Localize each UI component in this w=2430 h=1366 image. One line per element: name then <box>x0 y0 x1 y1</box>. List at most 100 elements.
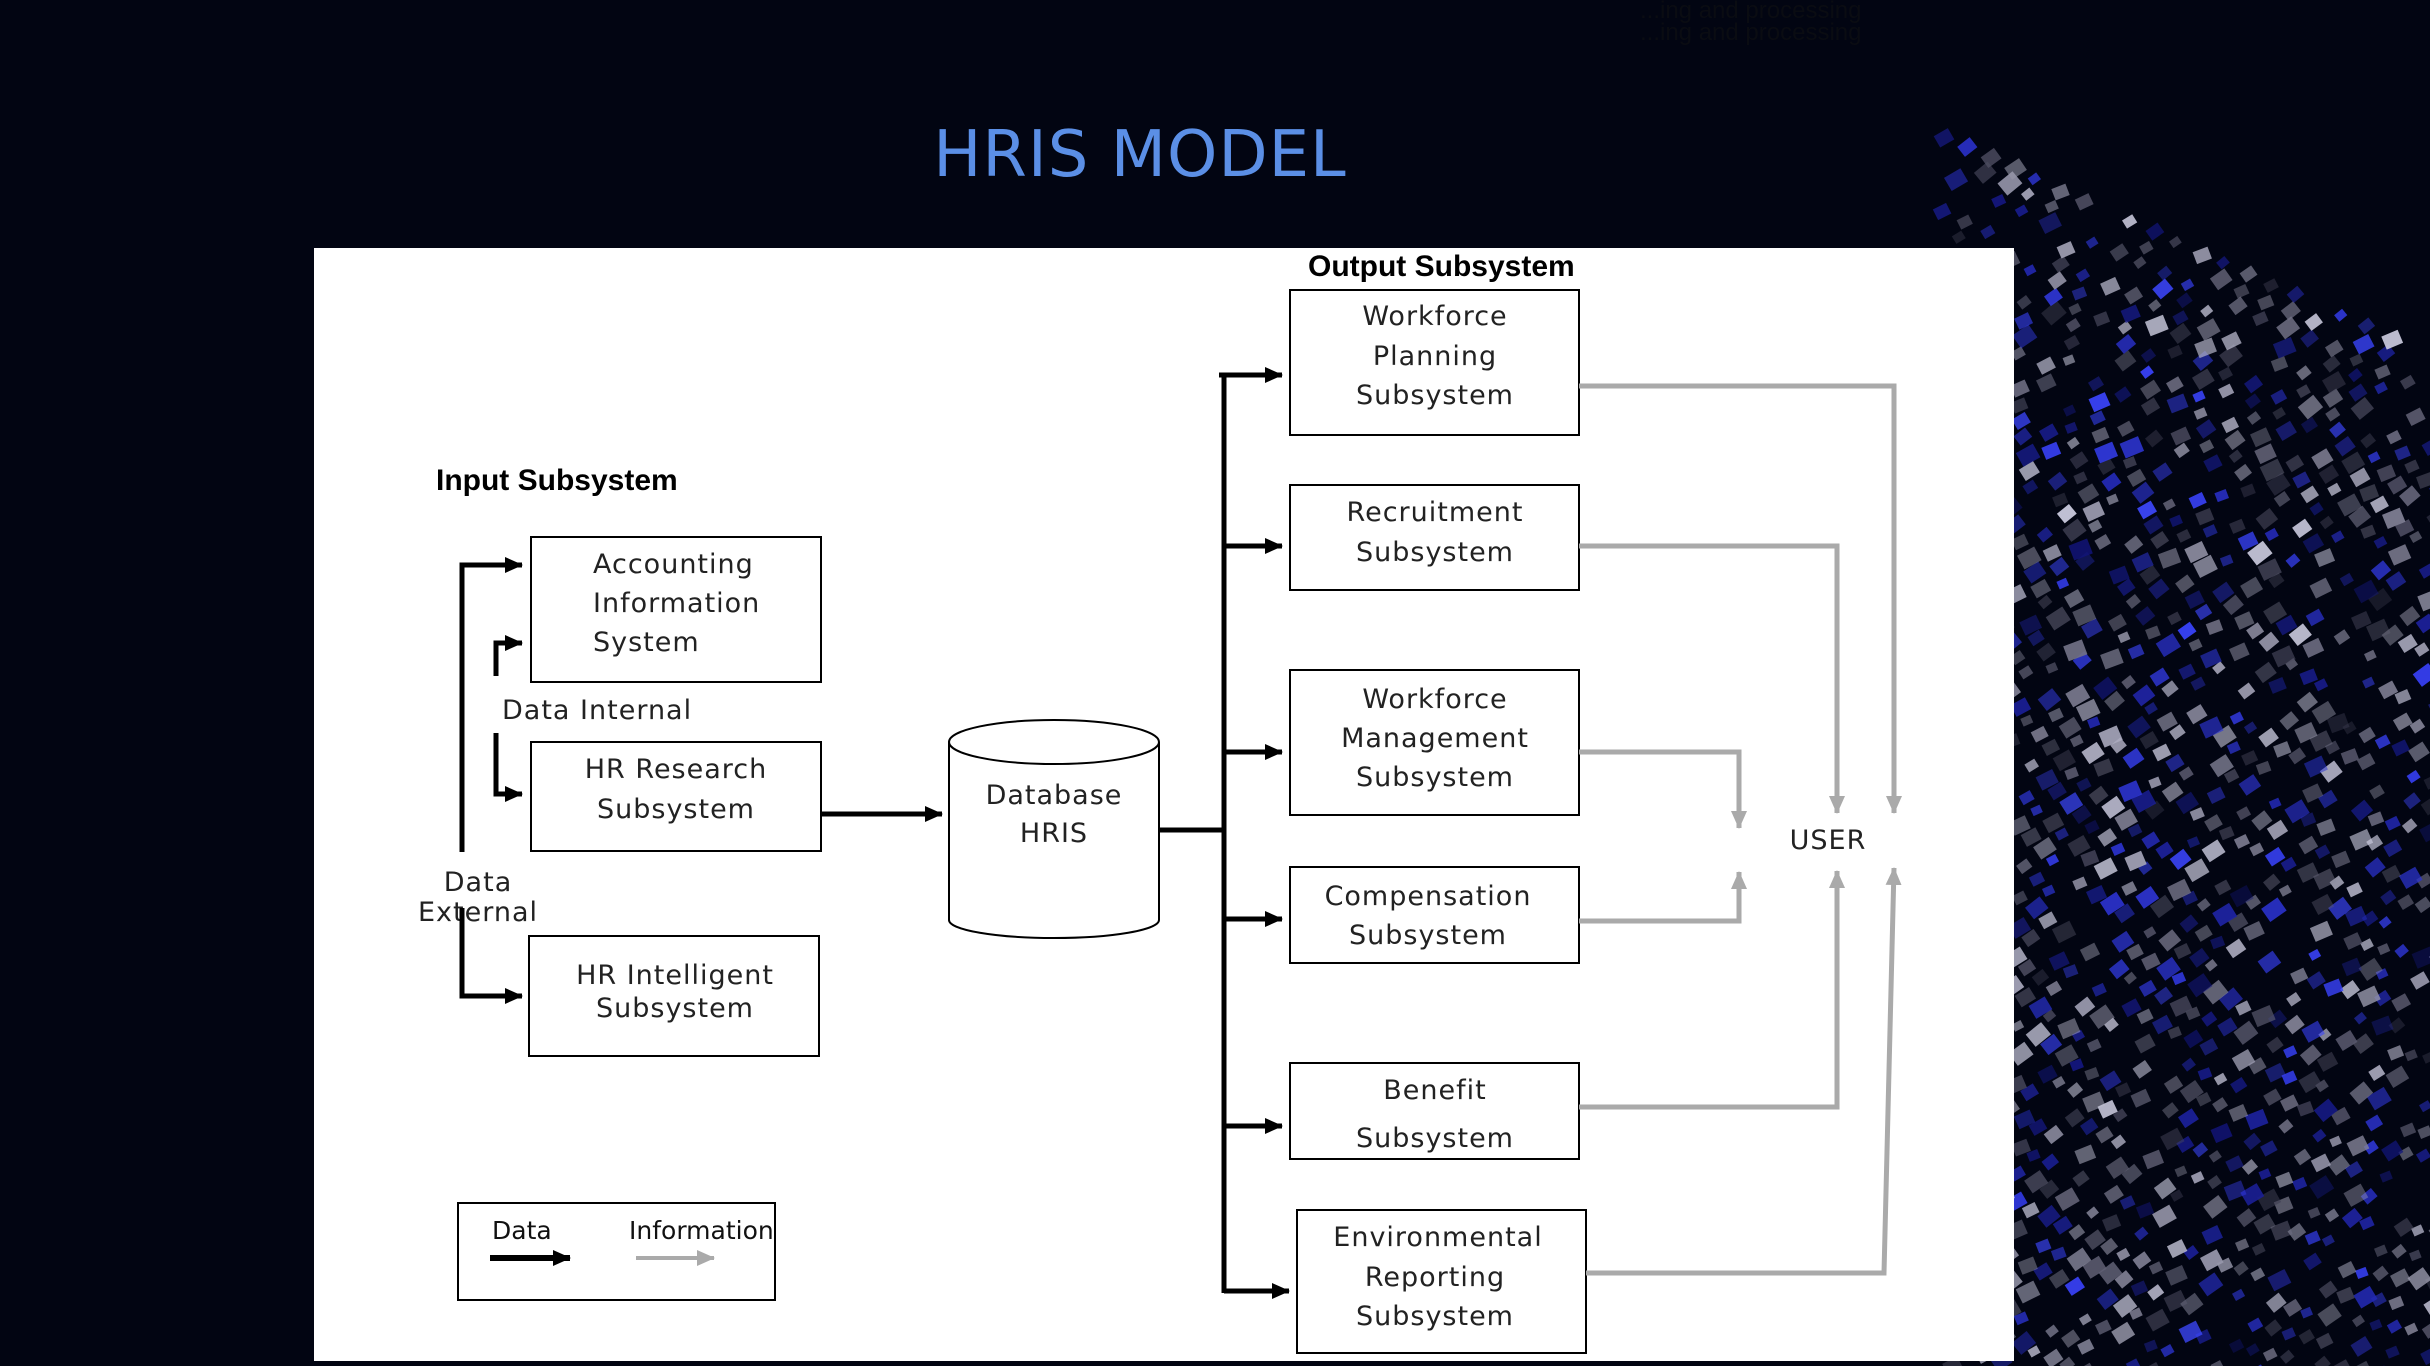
background-tile <box>2143 515 2164 535</box>
background-tile <box>2028 1118 2048 1136</box>
background-tile <box>2062 964 2079 979</box>
background-tile <box>2017 958 2037 977</box>
background-tile <box>2374 364 2391 380</box>
background-tile <box>2322 370 2346 394</box>
background-tile <box>2308 948 2322 961</box>
database-hris-cylinder: Database HRIS <box>948 719 1160 939</box>
background-tile <box>2271 645 2296 668</box>
background-tile <box>2400 374 2416 390</box>
background-tile <box>2318 1028 2332 1042</box>
background-tile <box>2169 514 2183 528</box>
background-tile <box>2306 971 2326 990</box>
background-tile <box>2048 1268 2070 1289</box>
background-tile <box>2035 768 2059 791</box>
background-tile <box>2051 255 2070 273</box>
background-tile <box>2031 968 2050 986</box>
background-tile <box>2321 1234 2335 1247</box>
background-tile <box>2088 785 2109 805</box>
background-tile <box>2013 1311 2029 1326</box>
background-tile <box>2067 1082 2084 1098</box>
background-tile <box>2133 256 2147 269</box>
background-tile <box>2024 1170 2049 1194</box>
background-tile <box>2132 1060 2152 1079</box>
background-tile <box>2171 971 2187 986</box>
background-tile <box>2178 1320 2203 1343</box>
background-tile <box>2064 1108 2085 1128</box>
info-arrow-benefit-to-user <box>1579 870 1845 1110</box>
background-tile <box>2340 748 2360 765</box>
background-tile <box>2141 952 2161 971</box>
background-tile <box>2143 1339 2158 1353</box>
background-tile <box>2052 492 2069 508</box>
background-tile <box>2116 1247 2131 1261</box>
background-tile <box>2065 683 2091 708</box>
background-tile <box>2165 753 2185 773</box>
background-tile <box>2232 1288 2246 1302</box>
background-tile <box>2318 1280 2338 1299</box>
background-tile <box>2315 1332 2334 1350</box>
background-tile <box>2373 535 2388 549</box>
background-tile <box>2377 943 2391 956</box>
background-tile <box>2292 518 2313 539</box>
background-tile <box>2337 1261 2357 1279</box>
background-tile <box>2030 804 2043 817</box>
background-tile <box>2106 493 2119 506</box>
background-tile <box>2415 1148 2430 1163</box>
background-tile <box>1980 224 1996 240</box>
background-tile <box>2336 1286 2355 1304</box>
background-tile <box>2114 808 2138 831</box>
data-arrow-to-accounting <box>459 557 523 852</box>
background-tile <box>2339 572 2354 587</box>
background-tile <box>2421 1321 2430 1339</box>
background-tile <box>2047 271 2067 290</box>
background-tile <box>2266 472 2291 496</box>
background-tile <box>2206 786 2226 804</box>
background-tile <box>2302 637 2325 658</box>
background-tile <box>2052 1215 2073 1235</box>
background-tile <box>2352 334 2375 355</box>
background-tile <box>2234 611 2255 630</box>
background-tile <box>2020 187 2035 201</box>
background-tile <box>2300 1306 2314 1319</box>
background-tile <box>2238 774 2262 796</box>
background-tile <box>2045 1324 2059 1338</box>
background-tile <box>2278 1118 2294 1134</box>
background-tile <box>2093 857 2118 880</box>
background-tile <box>2309 502 2324 516</box>
background-tile <box>2044 287 2063 307</box>
background-tile <box>2245 894 2262 910</box>
background-tile <box>1933 128 1955 148</box>
background-tile <box>2135 1202 2155 1219</box>
background-tile <box>2354 1011 2367 1025</box>
background-tile <box>2374 989 2392 1007</box>
background-tile <box>2167 344 2183 359</box>
background-tile <box>2327 482 2342 497</box>
background-tile <box>2132 1251 2152 1270</box>
background-tile <box>2152 1204 2177 1228</box>
background-tile <box>2100 276 2121 296</box>
background-tile <box>2405 407 2426 427</box>
benefit-subsystem-box: Benefit Subsystem <box>1289 1062 1580 1160</box>
background-tile <box>2426 508 2430 529</box>
background-tile <box>2233 283 2250 299</box>
background-tile <box>2027 1345 2041 1358</box>
background-tile <box>2010 379 2030 398</box>
background-tile <box>2036 356 2056 375</box>
background-tile <box>2176 292 2193 309</box>
background-tile <box>2404 459 2420 474</box>
box-line: Subsystem <box>1349 920 1507 951</box>
background-tile <box>2011 890 2028 906</box>
background-tile <box>2166 1239 2188 1259</box>
background-tile <box>2370 1292 2387 1308</box>
background-tile <box>2381 624 2404 646</box>
accounting-information-system-box: Accounting Information System <box>530 536 822 683</box>
background-tile <box>2080 849 2100 867</box>
background-tile <box>2010 397 2029 414</box>
background-tile <box>2252 311 2269 327</box>
background-tile <box>2213 1072 2228 1086</box>
background-tile <box>2315 1079 2329 1093</box>
background-tile <box>2343 932 2363 950</box>
background-tile <box>2122 747 2145 769</box>
background-tile <box>2333 629 2351 645</box>
background-tile <box>2257 1188 2282 1212</box>
